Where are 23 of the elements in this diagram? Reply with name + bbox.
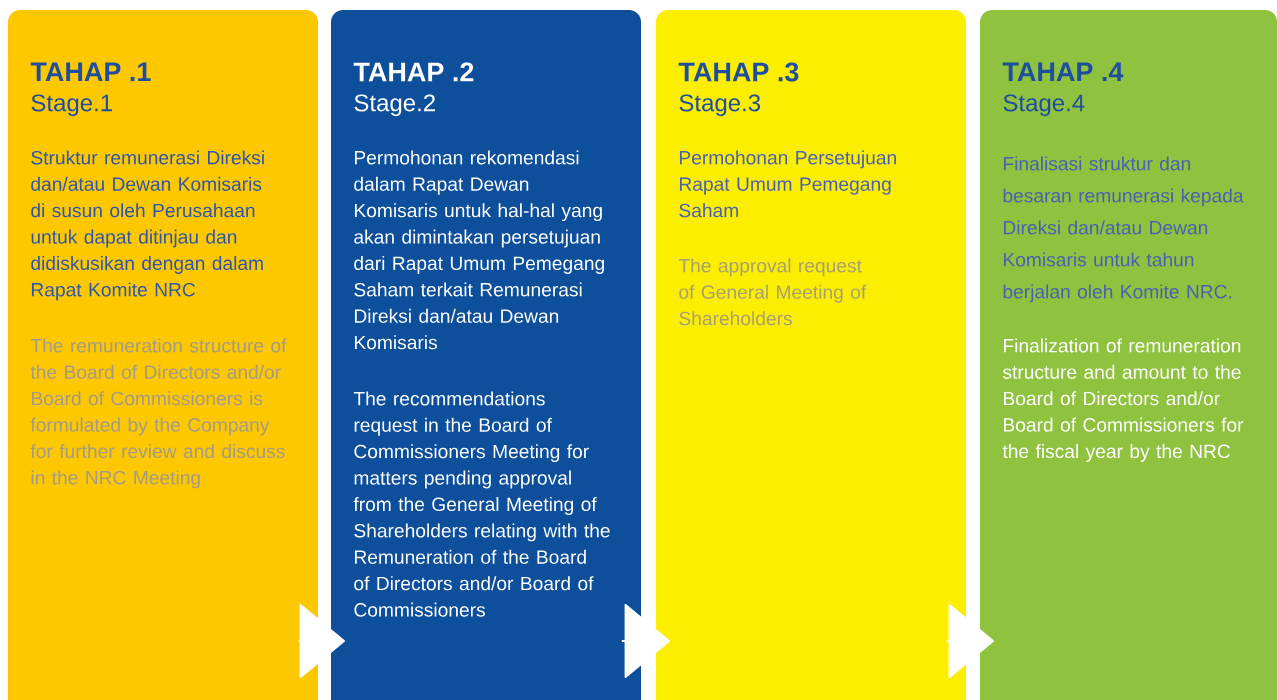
chevron-arrow [297,603,345,679]
description-text: Finalisasi struktur dan besaran remunerasi kepada Direksi dan/atau Dewan Komisaris untuk tahun berjalan oleh Komite NRC. [1003,156,1244,303]
stage-heading: TAHAP .3 [678,62,799,82]
description-text: The remuneration structure of the Board of Directors and/or Board of Commissioners is formulated by the Company for further review and discuss in the NRC Meeting [30,338,287,489]
stage-subtitle: Stage.4 [1003,94,1085,117]
stage-column [656,10,966,700]
description-text: Finalization of remuneration structure and amount to the Board of Directors and/or Board of Commissioners for the fiscal year by the NRC [1002,338,1244,462]
stage-subtitle: Stage.2 [354,94,435,117]
chevron-arrow [620,603,670,679]
description-text: The approval request of General Meeting of Shareholders [678,258,867,326]
stage-heading: TAHAP .2 [353,62,474,82]
chevron-arrow [945,603,994,679]
description-text: Struktur remunerasi Direksi dan/atau Dewan Komisaris di susun oleh Perusahaan untuk dapat ditinjau dan didiskusikan dengan dalam Rapat Komite NRC [31,150,264,301]
description-text: Permohonan Persetujuan Rapat Umum Pemegang Saham [679,150,896,218]
description-text: The recommendations request in the Board of Commissioners Meeting for matters pending approval from the General Meeting of Shareholders relating with the Remuneration of the Board of Directors and/or Board of Commissioners [353,391,610,617]
description-text: Permohonan rekomendasi dalam Rapat Dewan Komisaris untuk hal-hal yang akan dimintakan persetujuan dari Rapat Umum Pemegang Saham terkait Remunerasi Direksi dan/atau Dewan Komisaris [354,150,604,350]
stage-heading: TAHAP .4 [1002,62,1124,81]
stage-column [980,10,1277,700]
stage-subtitle: Stage.3 [679,94,761,117]
stage-heading: TAHAP .1 [30,62,151,81]
stage-column [8,10,318,700]
stage-subtitle: Stage.1 [31,94,112,117]
stage-column [331,10,641,700]
